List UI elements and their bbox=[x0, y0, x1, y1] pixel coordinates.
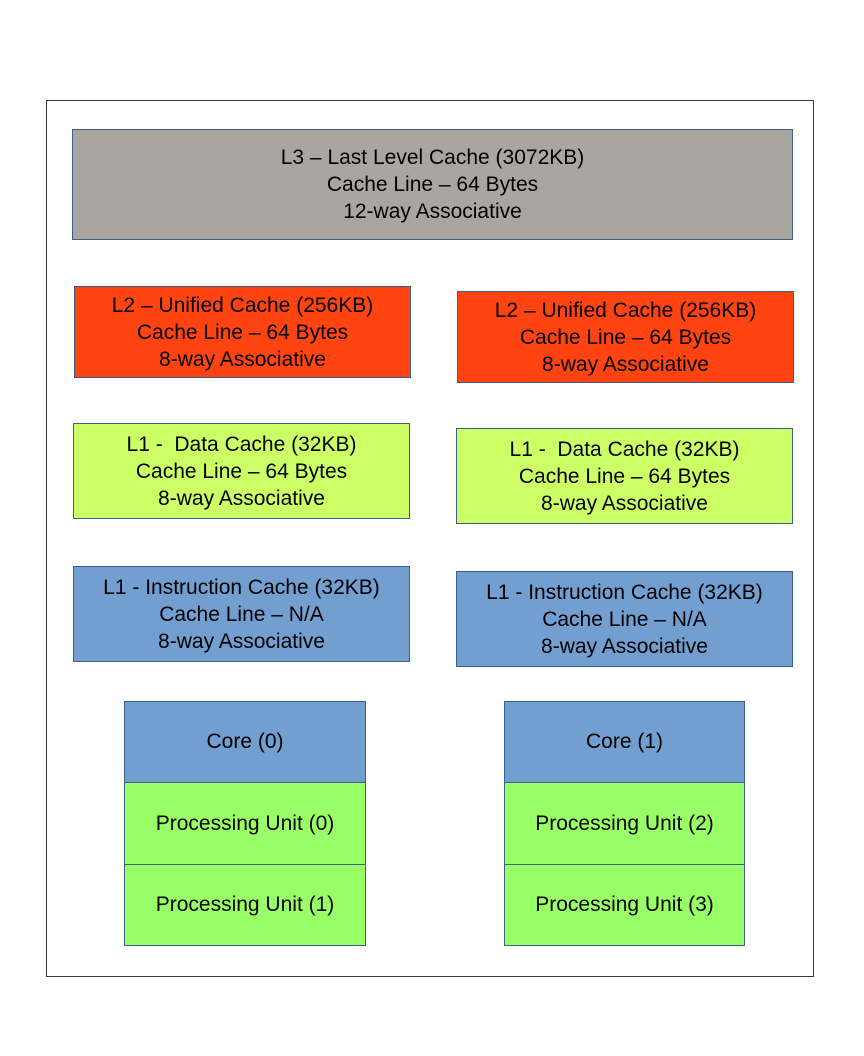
l1-instruction-title: L1 - Instruction Cache (32KB) bbox=[103, 575, 380, 599]
l2-cache-line: Cache Line – 64 Bytes bbox=[136, 320, 349, 344]
l2-title: L2 – Unified Cache (256KB) bbox=[494, 298, 757, 322]
l3-associativity: 12-way Associative bbox=[343, 200, 522, 223]
l1-instruction-title: L1 - Instruction Cache (32KB) bbox=[486, 580, 763, 604]
core-label: Core (1) bbox=[585, 730, 664, 753]
l1-instruction-associativity: 8-way Associative bbox=[158, 629, 325, 653]
l1-data-cache-line: Cache Line – 64 Bytes bbox=[518, 464, 731, 488]
l1-data-associativity: 8-way Associative bbox=[541, 491, 708, 515]
l1-data-associativity: 8-way Associative bbox=[158, 486, 325, 510]
l1-instruction-cache-line: Cache Line – N/A bbox=[542, 607, 707, 631]
l2-cache-box-core0: L2 – Unified Cache (256KB) Cache Line – … bbox=[74, 286, 411, 378]
l2-title: L2 – Unified Cache (256KB) bbox=[111, 293, 374, 317]
l1-instruction-cache-line: Cache Line – N/A bbox=[159, 602, 324, 626]
l1-data-cache-box-core0: L1 - Data Cache (32KB) Cache Line – 64 B… bbox=[73, 423, 410, 519]
l3-cache-line: Cache Line – 64 Bytes bbox=[326, 173, 539, 196]
l3-cache-box: L3 – Last Level Cache (3072KB) Cache Lin… bbox=[72, 129, 793, 240]
l1-data-title: L1 - Data Cache (32KB) bbox=[509, 437, 740, 461]
processing-unit-label: Processing Unit (3) bbox=[535, 893, 714, 916]
l1-data-title: L1 - Data Cache (32KB) bbox=[126, 432, 357, 456]
processing-unit-box-0: Processing Unit (0) bbox=[124, 782, 366, 865]
l1-instruction-cache-box-core1: L1 - Instruction Cache (32KB) Cache Line… bbox=[456, 571, 793, 667]
processing-unit-label: Processing Unit (1) bbox=[155, 893, 335, 916]
l2-associativity: 8-way Associative bbox=[159, 347, 326, 371]
l2-associativity: 8-way Associative bbox=[542, 352, 709, 376]
processing-unit-box-3: Processing Unit (3) bbox=[504, 864, 745, 946]
l2-cache-line: Cache Line – 64 Bytes bbox=[519, 325, 732, 349]
processing-unit-box-2: Processing Unit (2) bbox=[504, 782, 745, 865]
l1-data-cache-line: Cache Line – 64 Bytes bbox=[135, 459, 348, 483]
processing-unit-label: Processing Unit (0) bbox=[155, 811, 335, 835]
l1-instruction-associativity: 8-way Associative bbox=[541, 634, 708, 658]
l2-cache-box-core1: L2 – Unified Cache (256KB) Cache Line – … bbox=[457, 291, 794, 383]
core-label: Core (0) bbox=[206, 730, 284, 753]
l1-instruction-cache-box-core0: L1 - Instruction Cache (32KB) Cache Line… bbox=[73, 566, 410, 662]
l1-data-cache-box-core1: L1 - Data Cache (32KB) Cache Line – 64 B… bbox=[456, 428, 793, 524]
core-box-0: Core (0) bbox=[124, 701, 366, 783]
processing-unit-box-1: Processing Unit (1) bbox=[124, 864, 366, 946]
l3-title: L3 – Last Level Cache (3072KB) bbox=[280, 146, 585, 169]
core-box-1: Core (1) bbox=[504, 701, 745, 783]
processing-unit-label: Processing Unit (2) bbox=[535, 811, 714, 835]
